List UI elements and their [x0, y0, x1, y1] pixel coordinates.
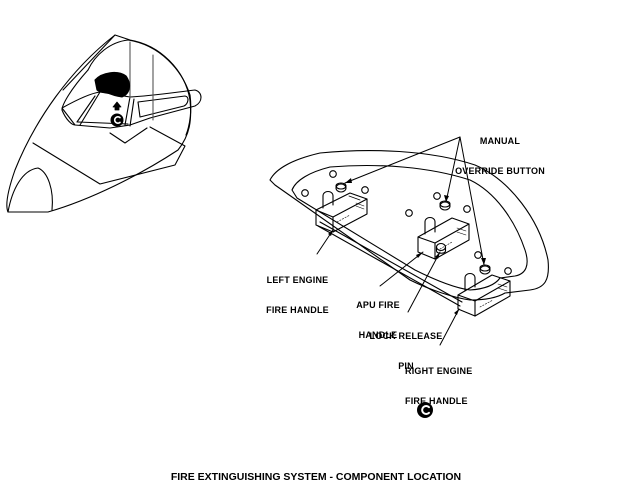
fire-control-panel-illustration [269, 136, 549, 346]
callout-left-engine-fire-handle: LEFT ENGINE FIRE HANDLE [255, 255, 340, 325]
callout-text: MANUAL [479, 136, 521, 146]
callout-manual-override-button: MANUAL OVERRIDE BUTTON [430, 116, 570, 186]
callout-lock-release-pin: LOCK RELEASE PIN [360, 311, 452, 381]
right-engine-fire-handle [457, 264, 511, 317]
callout-right-engine-fire-handle: RIGHT ENGINE FIRE HANDLE [405, 346, 472, 416]
callout-text: OVERRIDE BUTTON [455, 166, 545, 176]
callout-text: LOCK RELEASE [369, 331, 443, 341]
callout-text: LEFT ENGINE [266, 275, 329, 285]
callout-text: FIRE HANDLE [266, 305, 329, 315]
callout-text: APU FIRE [356, 300, 400, 310]
aircraft-nose-illustration [6, 34, 202, 213]
left-engine-fire-handle [315, 182, 368, 233]
view-c-marker [417, 402, 433, 418]
callout-text: RIGHT ENGINE [405, 366, 473, 376]
apu-fire-handle [417, 200, 470, 260]
callout-text: FIRE HANDLE [405, 396, 468, 406]
figure-title: FIRE EXTINGUISHING SYSTEM - COMPONENT LO… [170, 471, 462, 483]
callout-text: PIN [398, 361, 414, 371]
view-c-marker-small [110, 113, 124, 127]
callout-apu-fire-handle: APU FIRE HANDLE [348, 280, 408, 350]
lock-release-pin [435, 242, 447, 252]
callout-text: HANDLE [358, 330, 398, 340]
callout-arrowheads [328, 178, 486, 315]
